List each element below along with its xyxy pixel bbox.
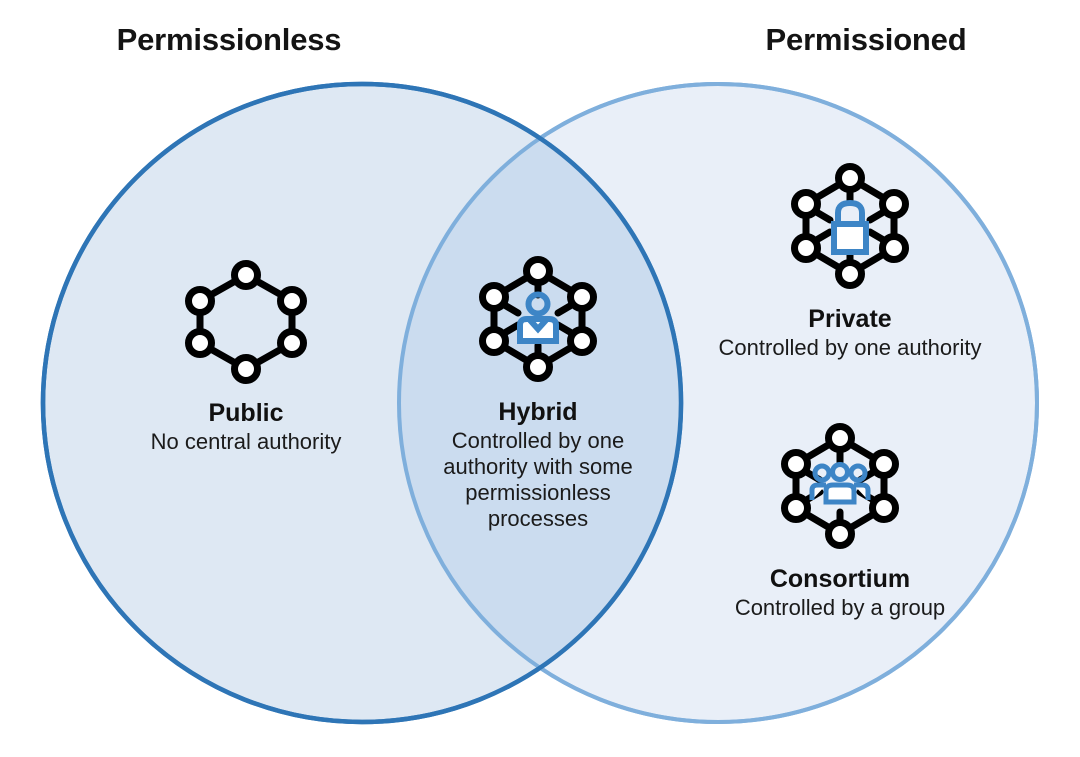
segment-hybrid-title: Hybrid <box>498 398 578 426</box>
segment-hybrid-description: Controlled by one authority with some pe… <box>443 428 633 531</box>
segment-public-title: Public <box>208 399 284 427</box>
segment-hybrid[interactable]: Hybrid Controlled by one authority with … <box>425 253 651 532</box>
segment-consortium-description: Controlled by a group <box>734 595 946 620</box>
overlap-lens <box>399 84 681 722</box>
circle-permissioned-outline <box>397 82 1039 724</box>
hexagon-nodes-lock-icon <box>786 160 914 297</box>
circle-permissionless-outline <box>40 81 684 725</box>
segment-public-description: No central authority <box>150 429 342 454</box>
segment-consortium[interactable]: Consortium Controlled by a group <box>680 420 1000 621</box>
segment-private-description: Controlled by one authority <box>718 335 982 360</box>
segment-private[interactable]: Private Controlled by one authority <box>690 160 1010 361</box>
hexagon-nodes-person-icon <box>474 253 602 390</box>
hexagon-nodes-icon <box>184 258 308 391</box>
segment-consortium-title: Consortium <box>769 565 911 593</box>
hexagon-nodes-group-icon <box>776 420 904 557</box>
header-permissioned: Permissioned <box>765 22 967 57</box>
header-permissionless: Permissionless <box>116 22 342 57</box>
segment-private-title: Private <box>808 305 892 333</box>
segment-public[interactable]: Public No central authority <box>86 258 406 455</box>
